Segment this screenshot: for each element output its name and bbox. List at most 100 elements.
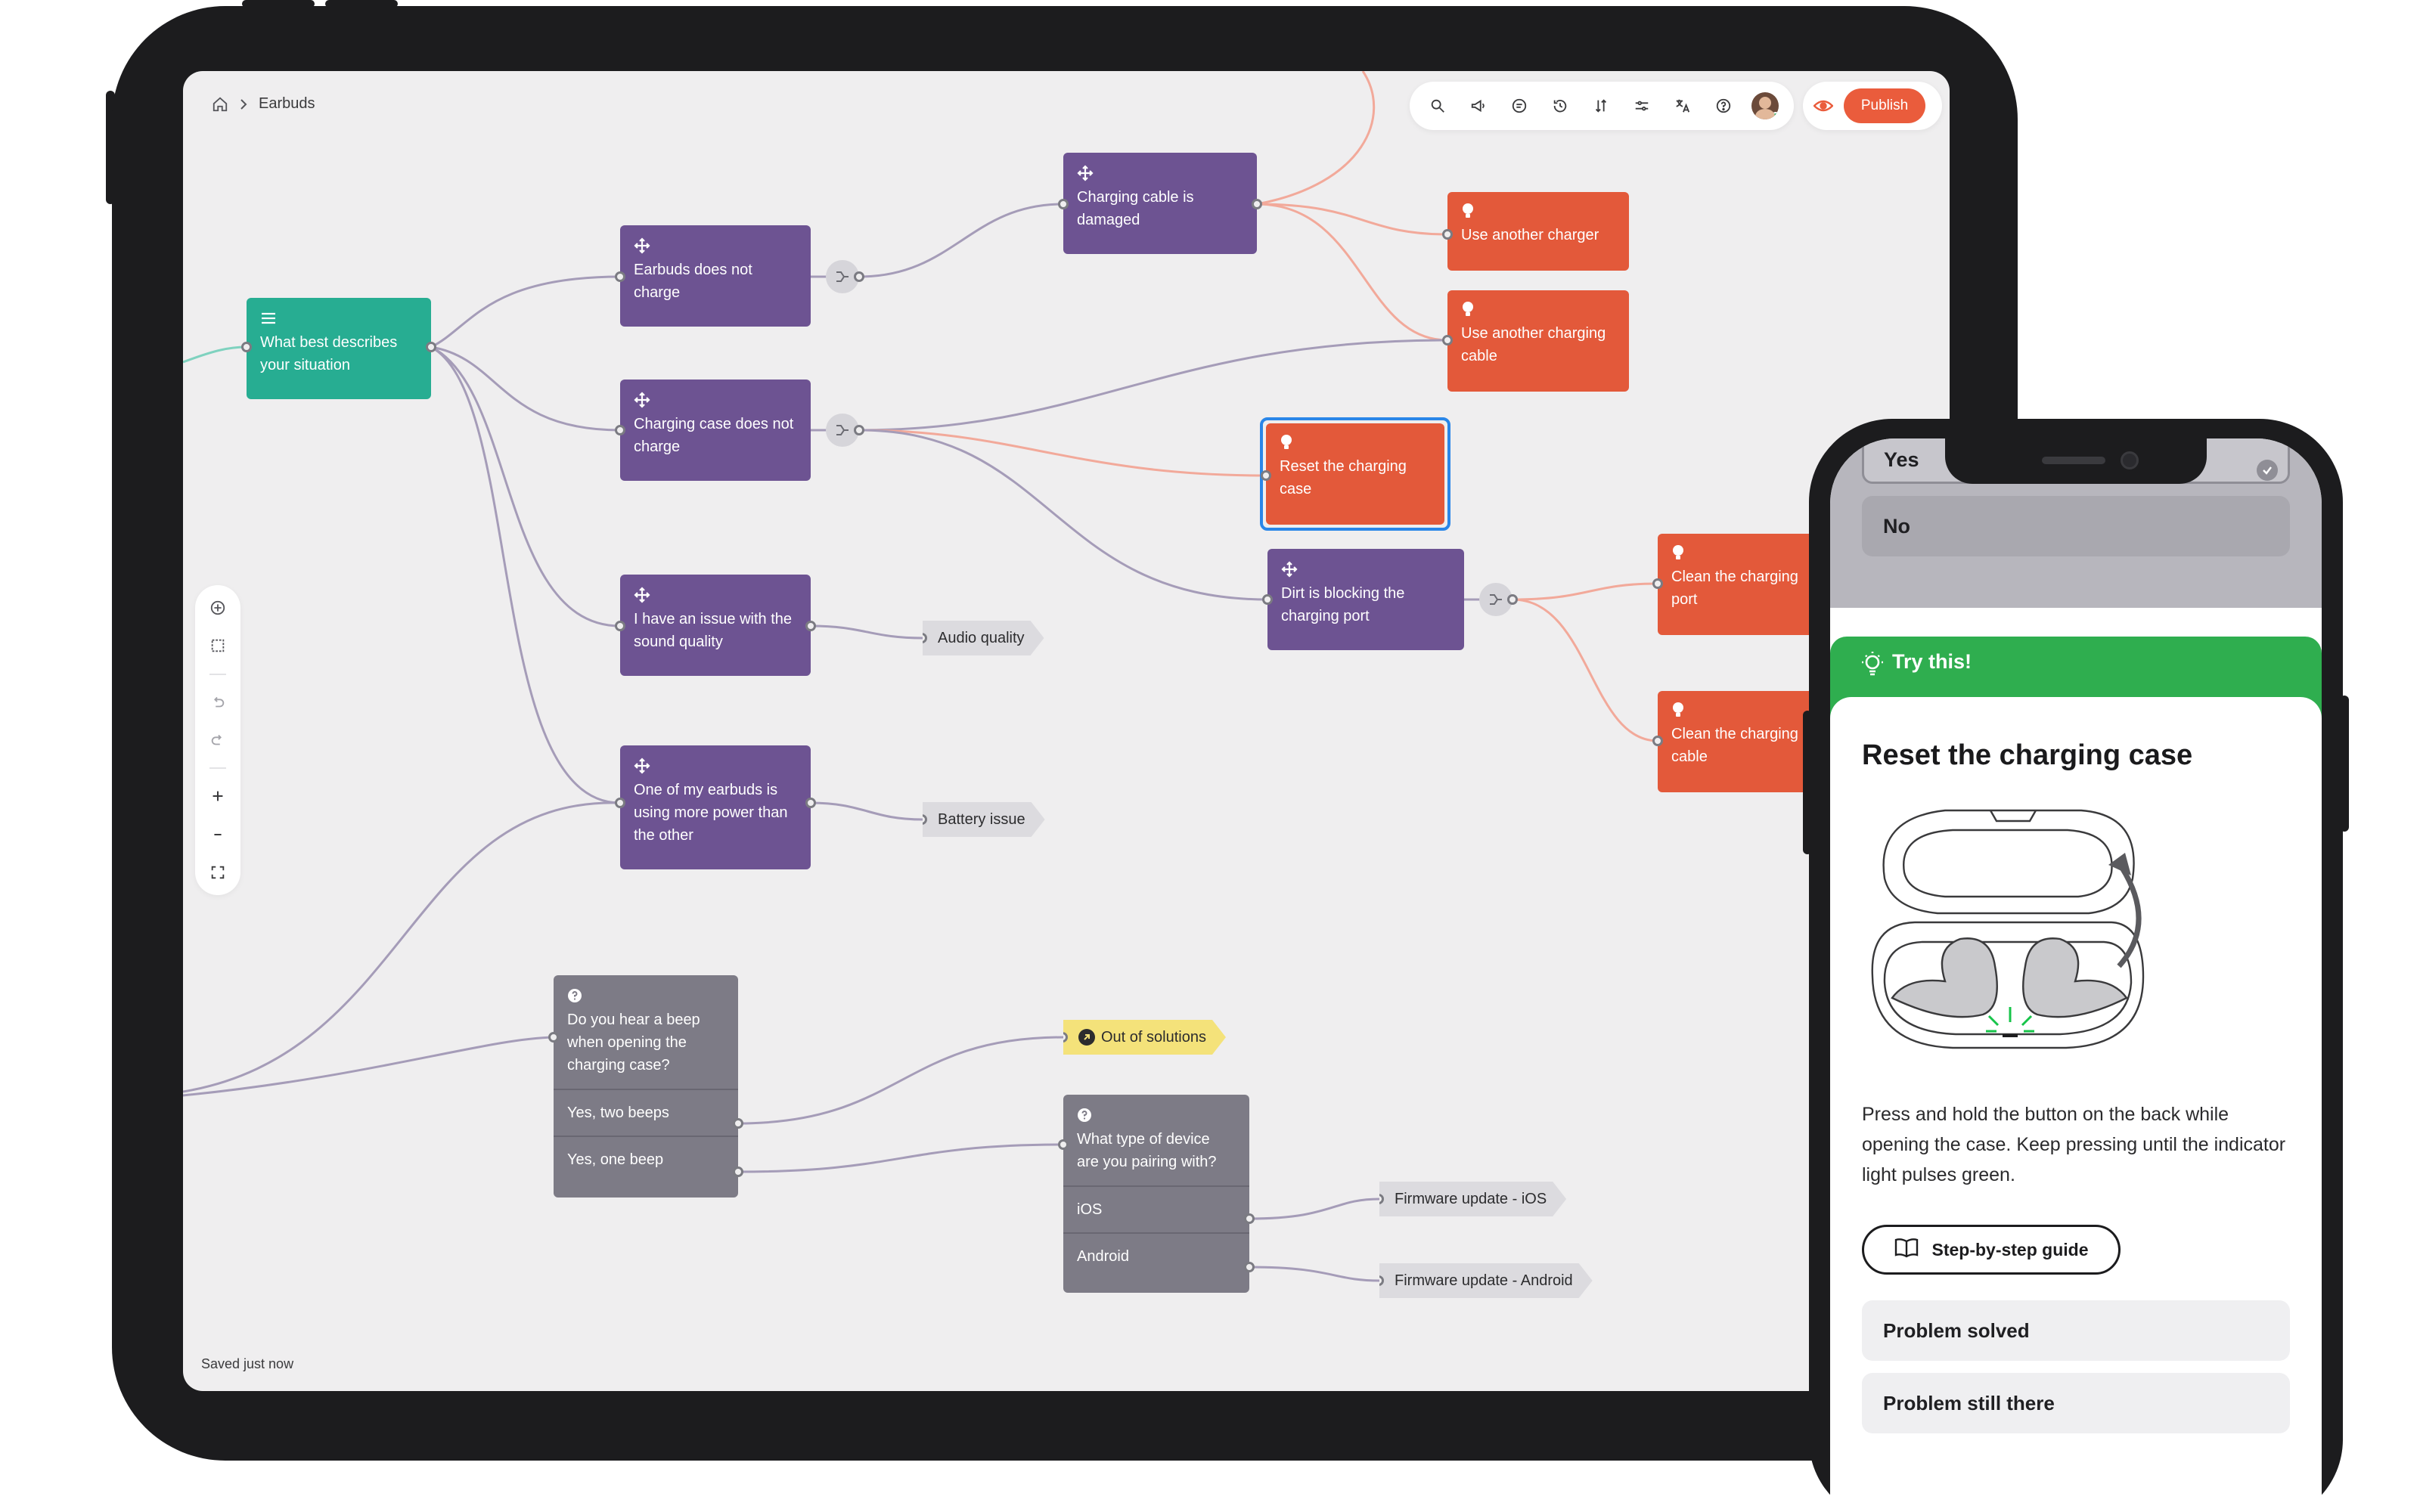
node-case-no-charge[interactable]: Charging case does not charge	[620, 380, 811, 481]
zoom-out-icon[interactable]	[206, 823, 229, 844]
port-in[interactable]	[1442, 335, 1453, 345]
port-in[interactable]	[615, 271, 625, 282]
tools-divider	[209, 673, 226, 675]
node-sound-quality[interactable]: I have an issue with the sound quality	[620, 575, 811, 676]
node-root-question[interactable]: What best describes your situation	[247, 298, 431, 399]
problem-solved-option[interactable]: Problem solved	[1862, 1300, 2290, 1361]
port-root-in[interactable]	[241, 342, 252, 352]
port-in[interactable]	[615, 621, 625, 631]
fit-screen-icon[interactable]	[206, 862, 229, 883]
node-use-another-cable[interactable]: Use another charging cable	[1447, 290, 1629, 392]
port-branch-out[interactable]	[854, 271, 864, 282]
port-out[interactable]	[1252, 199, 1262, 209]
tag-label: Out of solutions	[1101, 1028, 1206, 1046]
edge-incoming-root	[183, 345, 247, 364]
charging-case-illustration	[1871, 809, 2145, 1049]
node-reset-charging-case[interactable]: Reset the charging case	[1266, 423, 1444, 525]
port-root-out[interactable]	[426, 342, 436, 352]
port-out[interactable]	[1244, 1262, 1255, 1272]
node-cable-damaged[interactable]: Charging cable is damaged	[1063, 153, 1257, 254]
lightbulb-icon	[1461, 301, 1615, 318]
comment-icon[interactable]	[1506, 93, 1532, 119]
port-in[interactable]	[1058, 1139, 1069, 1150]
port-out[interactable]	[1244, 1213, 1255, 1224]
problem-still-there-option[interactable]: Problem still there	[1862, 1373, 2290, 1433]
port-in[interactable]	[1442, 229, 1453, 240]
add-node-icon[interactable]	[206, 597, 229, 618]
answer-no-option[interactable]: No	[1862, 496, 2290, 556]
edge-root-no-charge	[430, 275, 621, 349]
user-avatar[interactable]	[1751, 92, 1779, 119]
home-icon[interactable]	[212, 96, 228, 113]
node-use-another-charger[interactable]: Use another charger	[1447, 192, 1629, 271]
answer-one-beep[interactable]: Yes, one beep	[554, 1136, 738, 1182]
question-icon	[567, 987, 724, 1004]
list-icon	[260, 310, 417, 327]
branch-connector-2[interactable]	[826, 414, 859, 447]
answer-two-beeps[interactable]: Yes, two beeps	[554, 1089, 738, 1136]
tag-audio-quality[interactable]: Audio quality	[923, 621, 1044, 655]
port-in[interactable]	[548, 1032, 559, 1043]
search-icon[interactable]	[1425, 93, 1450, 119]
redo-icon[interactable]	[206, 730, 229, 751]
node-label: Dirt is blocking the charging port	[1281, 585, 1405, 624]
branch-connector-3[interactable]	[1479, 583, 1512, 616]
port-in[interactable]	[1652, 578, 1663, 589]
port-out[interactable]	[733, 1118, 743, 1129]
flow-editor-canvas[interactable]: Earbuds Publish	[183, 71, 1950, 1391]
phone-preview-screen: Yes No Try this! Reset the charging case	[1830, 438, 2322, 1512]
branch-connector-1[interactable]	[826, 260, 859, 293]
tag-out-of-solutions[interactable]: Out of solutions	[1063, 1020, 1226, 1055]
select-area-icon[interactable]	[206, 635, 229, 656]
editor-toolbar	[1410, 82, 1794, 130]
port-out[interactable]	[733, 1167, 743, 1177]
answer-ios[interactable]: iOS	[1063, 1185, 1249, 1232]
port-branch-out[interactable]	[1507, 594, 1518, 605]
answer-android[interactable]: Android	[1063, 1232, 1249, 1279]
tag-firmware-ios[interactable]: Firmware update - iOS	[1379, 1182, 1566, 1216]
help-icon[interactable]	[1711, 93, 1736, 119]
tag-label: Battery issue	[938, 810, 1025, 828]
node-uneven-power[interactable]: One of my earbuds is using more power th…	[620, 745, 811, 869]
port-branch-out[interactable]	[854, 425, 864, 435]
undo-icon[interactable]	[206, 692, 229, 713]
tag-battery-issue[interactable]: Battery issue	[923, 802, 1045, 837]
port-in[interactable]	[1261, 470, 1271, 481]
phone-speaker	[2042, 457, 2105, 464]
node-label: Clean the charging port	[1671, 569, 1798, 608]
breadcrumb-current[interactable]: Earbuds	[259, 95, 315, 112]
move-icon	[634, 758, 797, 774]
lightbulb-icon	[1860, 650, 1885, 681]
edge-branch-clean-port	[1512, 582, 1658, 601]
port-in[interactable]	[1652, 736, 1663, 746]
node-label: Use another charger	[1461, 227, 1599, 243]
node-earbuds-no-charge[interactable]: Earbuds does not charge	[620, 225, 811, 327]
edge-incoming-power	[183, 801, 621, 1093]
edge-one-beep-device	[737, 1143, 1064, 1173]
sliders-icon[interactable]	[1629, 93, 1655, 119]
move-icon	[634, 237, 797, 254]
port-in[interactable]	[615, 798, 625, 808]
zoom-in-icon[interactable]	[206, 785, 229, 807]
node-beep-question[interactable]: Do you hear a beep when opening the char…	[554, 975, 738, 1198]
option-label: Yes	[1884, 448, 1919, 471]
tag-firmware-android[interactable]: Firmware update - Android	[1379, 1263, 1593, 1298]
megaphone-icon[interactable]	[1466, 93, 1491, 119]
node-device-question[interactable]: What type of device are you pairing with…	[1063, 1095, 1249, 1293]
publish-button[interactable]: Publish	[1844, 88, 1925, 123]
node-dirt-blocking[interactable]: Dirt is blocking the charging port	[1267, 549, 1464, 650]
port-out[interactable]	[805, 798, 816, 808]
edge-cable-another-cable	[1256, 203, 1448, 342]
node-label: Clean the charging cable	[1671, 726, 1798, 765]
step-by-step-guide-button[interactable]: Step-by-step guide	[1862, 1225, 2121, 1275]
history-icon[interactable]	[1547, 93, 1573, 119]
try-label: Try this!	[1892, 650, 1972, 673]
port-in[interactable]	[1058, 199, 1069, 209]
port-out[interactable]	[805, 621, 816, 631]
port-in[interactable]	[1262, 594, 1273, 605]
edge-ios-fw	[1249, 1198, 1380, 1220]
eye-icon[interactable]	[1810, 93, 1836, 119]
sort-icon[interactable]	[1588, 93, 1614, 119]
port-in[interactable]	[615, 425, 625, 435]
translate-icon[interactable]	[1670, 93, 1696, 119]
